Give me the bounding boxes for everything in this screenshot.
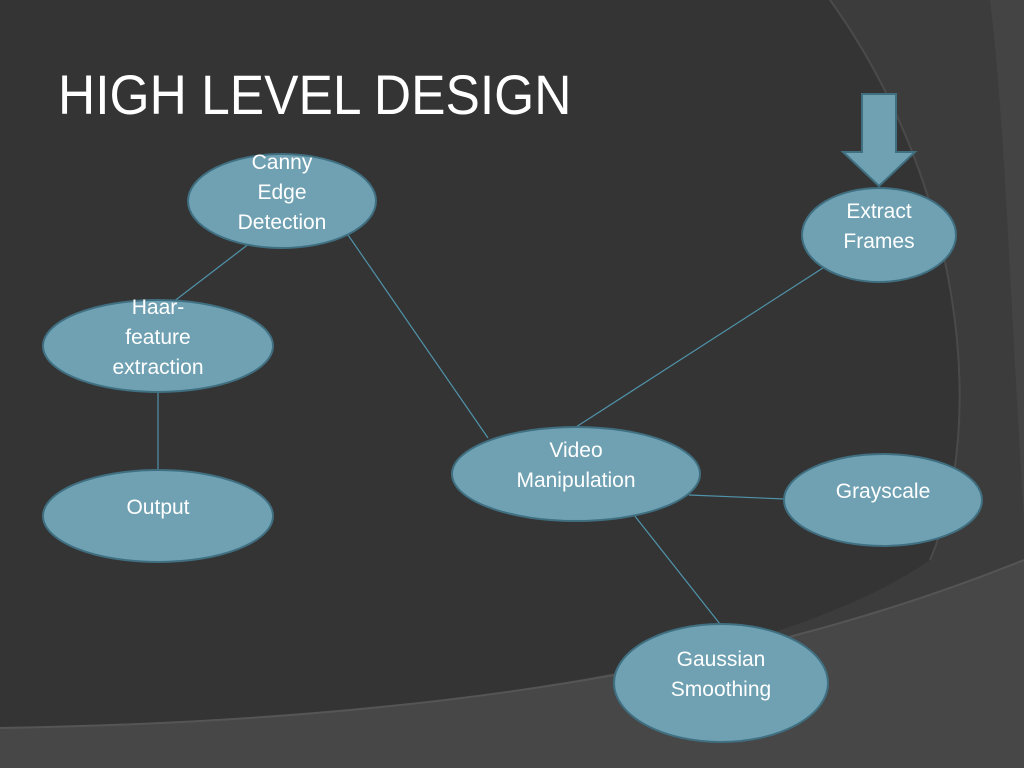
node-grayscale bbox=[783, 453, 983, 547]
node-gaussian bbox=[613, 623, 829, 743]
connector-layer bbox=[157, 231, 827, 625]
connector-video-grayscale bbox=[688, 494, 786, 500]
node-video bbox=[451, 426, 701, 522]
node-output bbox=[42, 469, 274, 563]
node-canny bbox=[187, 153, 377, 249]
connector-extract-video bbox=[575, 265, 827, 428]
entry-arrow-layer bbox=[840, 93, 918, 188]
node-haar bbox=[42, 299, 274, 393]
node-extract bbox=[801, 187, 957, 283]
down-arrow-icon bbox=[840, 93, 918, 188]
node-layer bbox=[42, 153, 983, 743]
connector-video-gaussian bbox=[633, 514, 721, 625]
connector-canny-video bbox=[345, 231, 489, 439]
slide-title: HIGH LEVEL DESIGN bbox=[58, 63, 572, 126]
